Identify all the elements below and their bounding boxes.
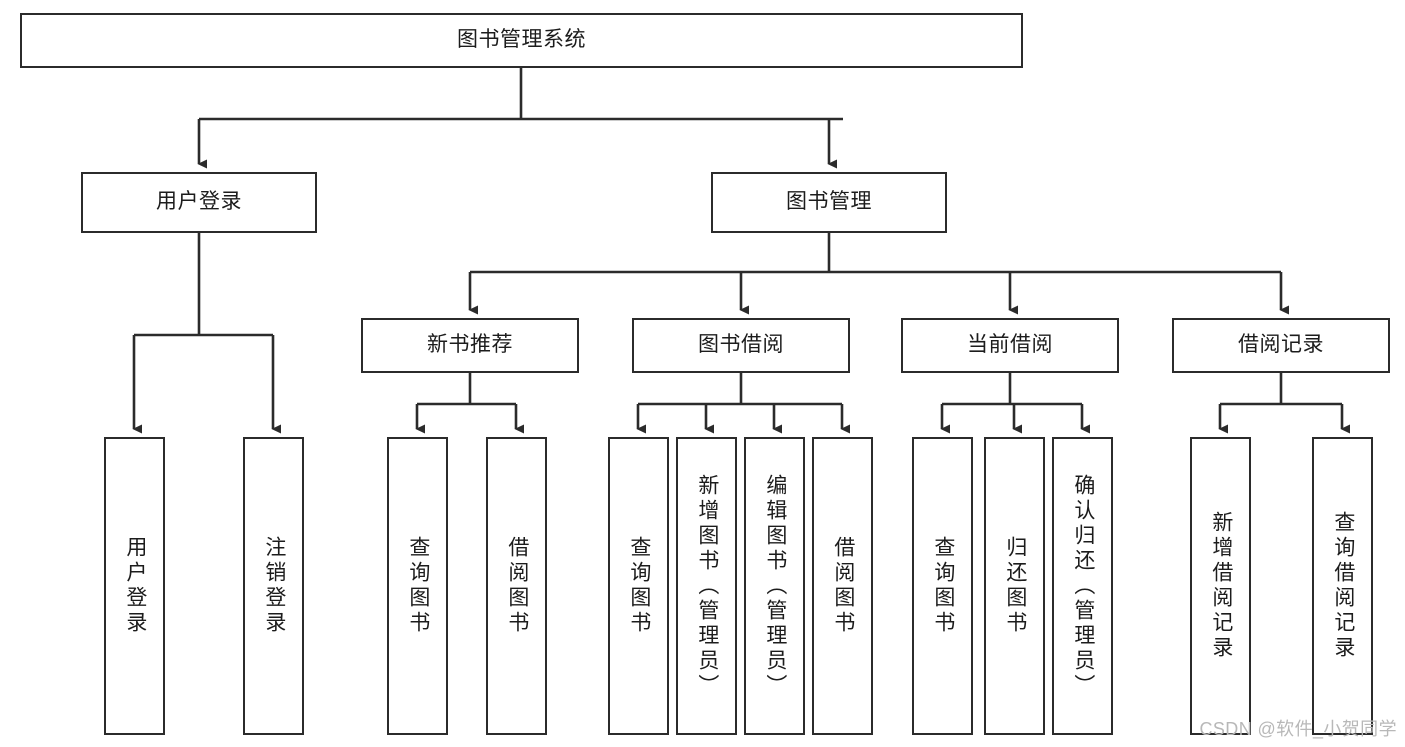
leaf-query-book-newbook[interactable]: 查询图书 [387, 437, 448, 735]
leaf-query-book-current[interactable]: 查询图书 [912, 437, 973, 735]
node-label: 借阅记录 [1238, 333, 1324, 357]
leaf-add-borrow-record[interactable]: 新增借阅记录 [1190, 437, 1251, 735]
node-label: 借阅图书 [505, 536, 529, 636]
csdn-watermark: CSDN @软件_小贺同学 [1199, 719, 1397, 739]
node-label: 图书管理系统 [457, 28, 586, 52]
node-current-borrow[interactable]: 当前借阅 [901, 318, 1119, 373]
node-label: 查询图书 [931, 536, 955, 636]
node-label: 新增借阅记录 [1209, 511, 1233, 661]
leaf-add-book-admin[interactable]: 新增图书（管理员） [676, 437, 737, 735]
node-new-book-recommend[interactable]: 新书推荐 [361, 318, 579, 373]
leaf-confirm-return-admin[interactable]: 确认归还（管理员） [1052, 437, 1113, 735]
node-user-login[interactable]: 用户登录 [81, 172, 317, 233]
node-label: 查询图书 [627, 536, 651, 636]
node-label: 新书推荐 [427, 333, 513, 357]
node-label: 归还图书 [1003, 536, 1027, 636]
node-label: 图书管理 [786, 190, 872, 214]
leaf-user-login[interactable]: 用户登录 [104, 437, 165, 735]
node-label: 查询图书 [406, 536, 430, 636]
node-label: 注销登录 [262, 536, 286, 636]
leaf-query-book-borrow[interactable]: 查询图书 [608, 437, 669, 735]
leaf-return-book[interactable]: 归还图书 [984, 437, 1045, 735]
node-label: 借阅图书 [831, 536, 855, 636]
node-label: 用户登录 [156, 190, 242, 214]
node-book-borrow[interactable]: 图书借阅 [632, 318, 850, 373]
node-root-system[interactable]: 图书管理系统 [20, 13, 1023, 68]
node-label: 查询借阅记录 [1331, 511, 1355, 661]
node-borrow-record[interactable]: 借阅记录 [1172, 318, 1390, 373]
leaf-query-borrow-record[interactable]: 查询借阅记录 [1312, 437, 1373, 735]
node-label: 用户登录 [123, 536, 147, 636]
node-label: 当前借阅 [967, 333, 1053, 357]
node-label: 图书借阅 [698, 333, 784, 357]
node-label: 确认归还（管理员） [1071, 473, 1095, 699]
node-book-management[interactable]: 图书管理 [711, 172, 947, 233]
node-label: 新增图书（管理员） [695, 473, 719, 699]
leaf-edit-book-admin[interactable]: 编辑图书（管理员） [744, 437, 805, 735]
leaf-borrow-book-newbook[interactable]: 借阅图书 [486, 437, 547, 735]
leaf-lend-book[interactable]: 借阅图书 [812, 437, 873, 735]
leaf-logout[interactable]: 注销登录 [243, 437, 304, 735]
node-label: 编辑图书（管理员） [763, 473, 787, 699]
